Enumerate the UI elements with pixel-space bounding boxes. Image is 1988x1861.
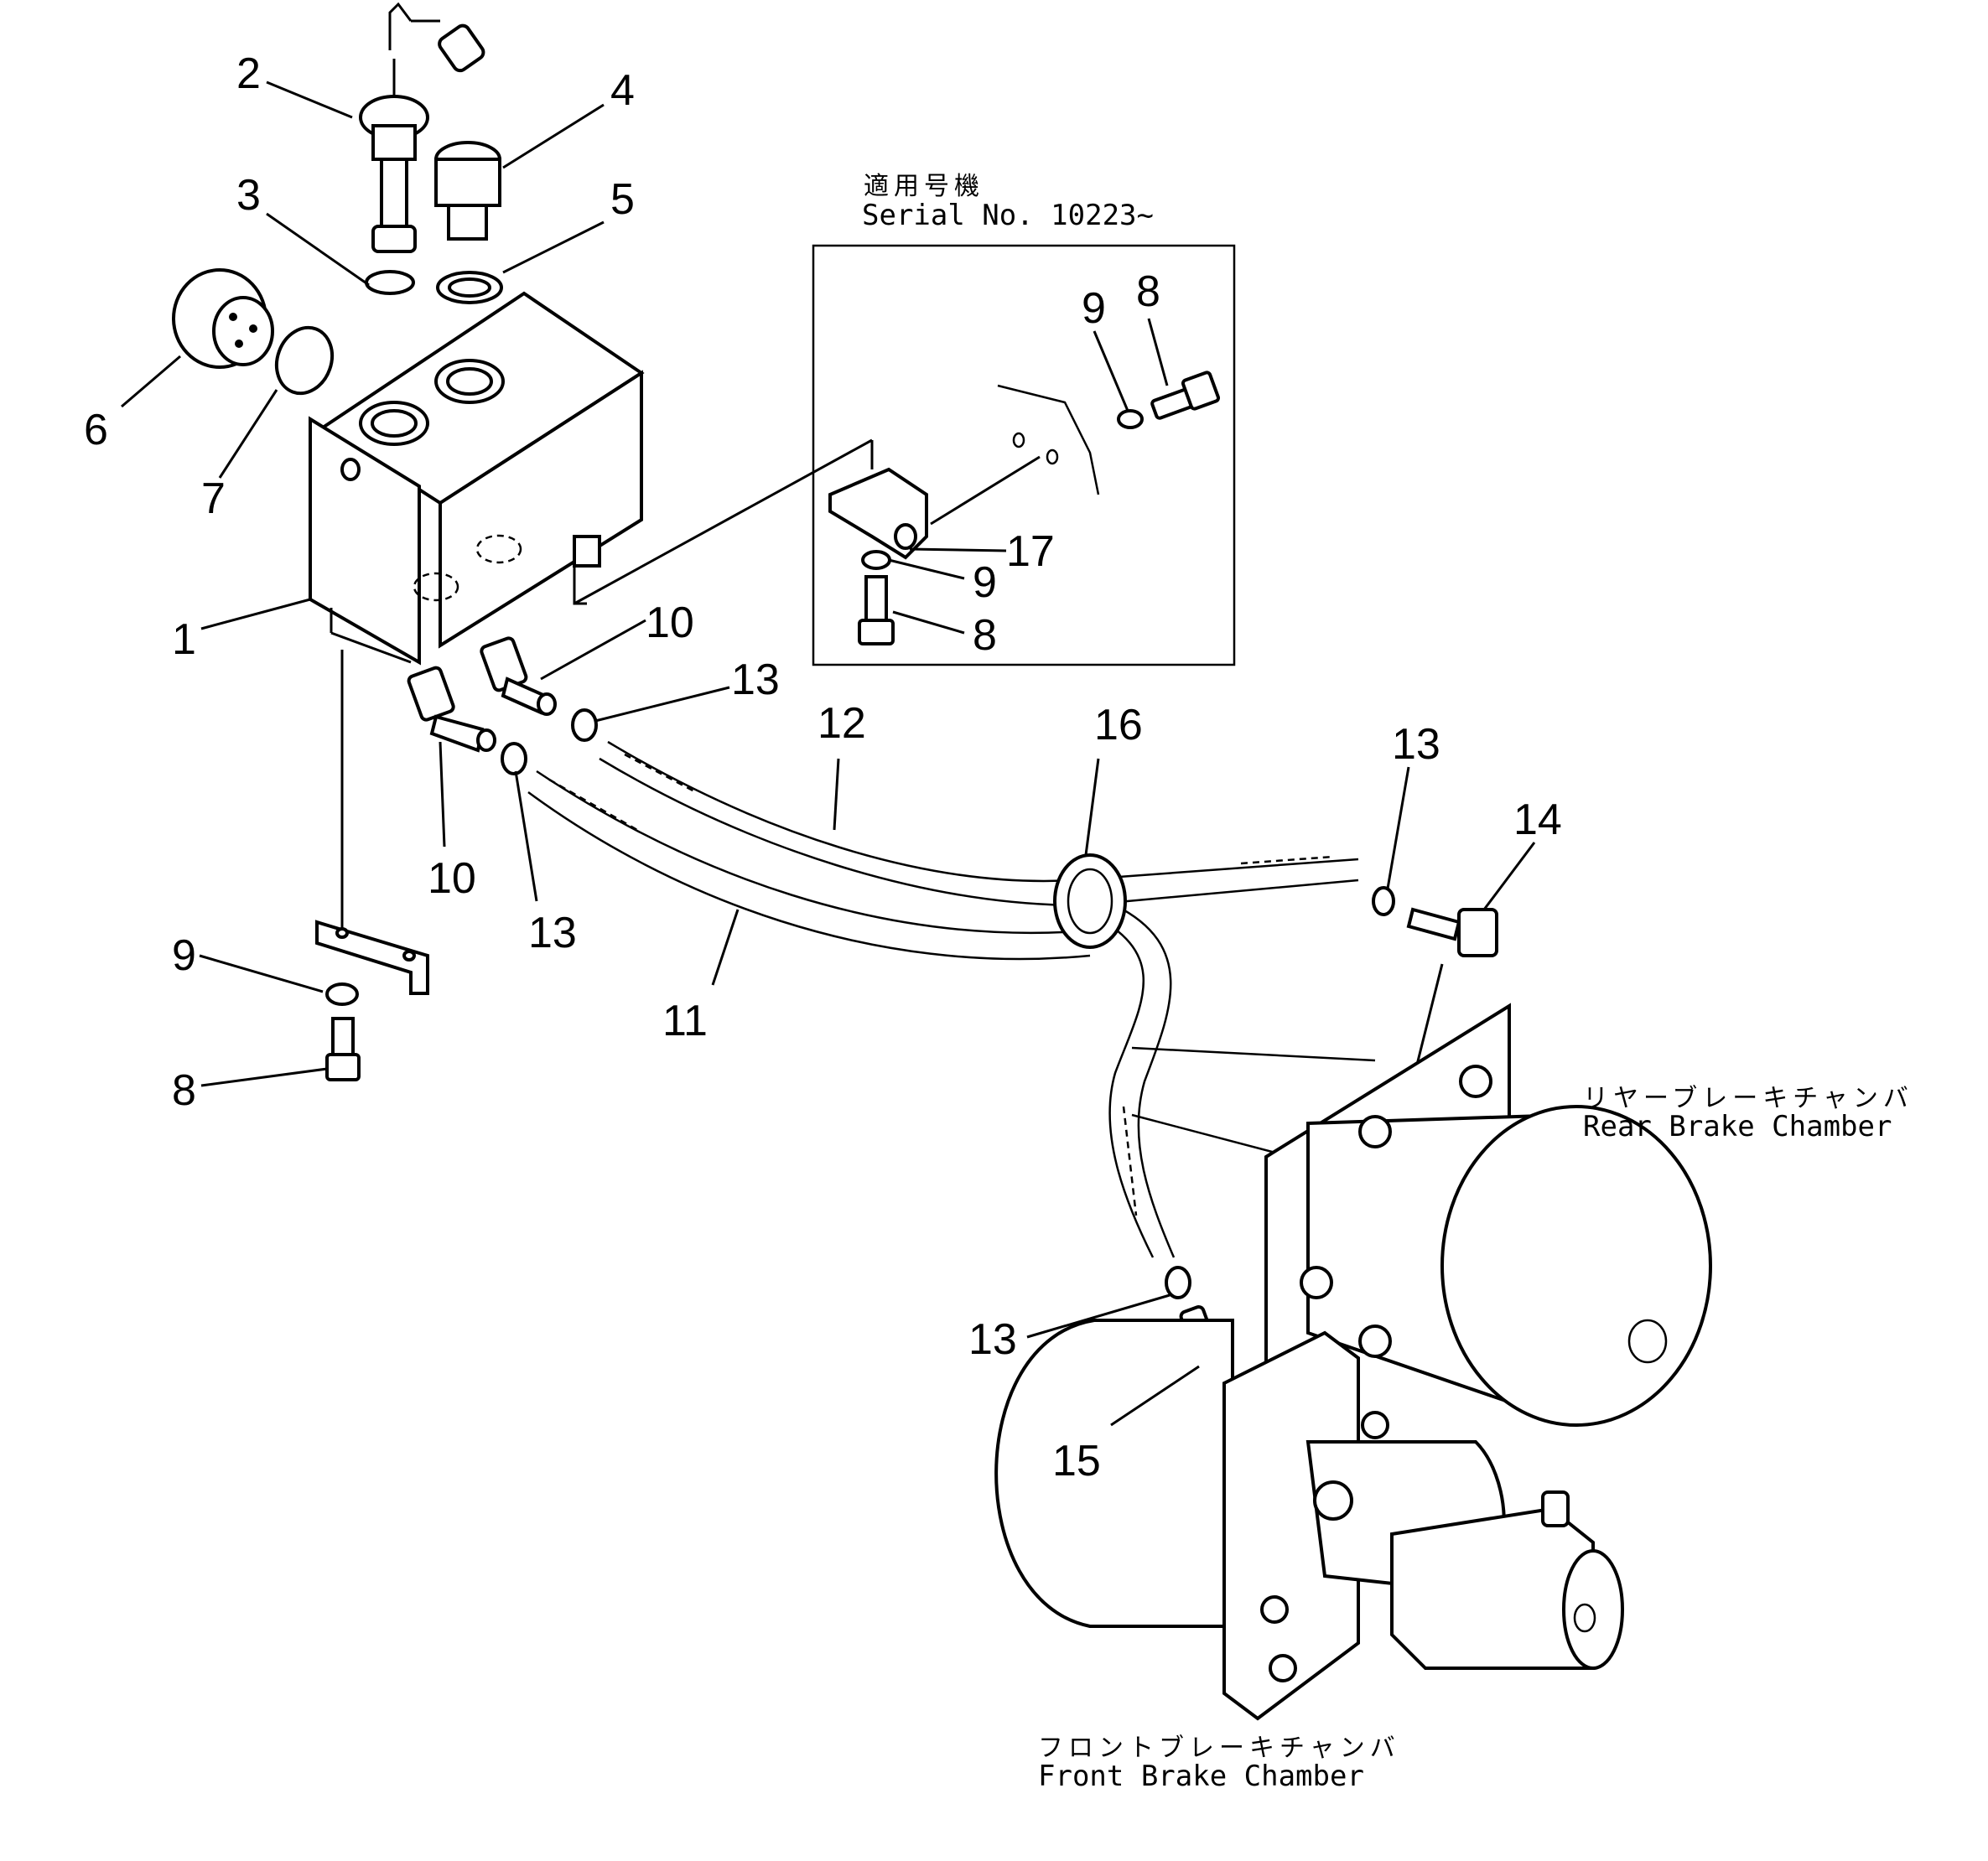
callout-7: 7 [201,474,226,523]
callout-16: 16 [1094,701,1143,749]
callout-1: 1 [172,615,196,664]
inset-callout-8-lower: 8 [973,611,997,660]
front-chamber-jp-label: フロントブレーキチャンバ [1038,1734,1400,1763]
inset-callout-8-upper: 8 [1136,267,1160,316]
front-brake-chamber [994,1319,1624,1721]
callout-3: 3 [236,171,261,220]
callout-9-lower: 9 [172,931,196,980]
callout-4: 4 [610,66,635,115]
callout-14: 14 [1513,796,1562,844]
lower-fasteners [325,982,361,1081]
elbow-fittings [407,636,598,775]
callout-labels: 2 4 3 5 6 7 1 9 8 10 10 13 13 12 11 16 1… [84,49,1562,1485]
callout-10-upper: 10 [646,599,694,647]
callout-13-d: 13 [968,1315,1017,1364]
callout-10-lower: 10 [428,854,476,903]
callout-12: 12 [818,699,866,748]
serial-inset [574,244,1236,666]
captions: 適用号機 Serial No. 10223~ リヤーブレーキチャンバ Rear … [862,172,1913,1793]
rear-chamber-jp-label: リヤーブレーキチャンバ [1583,1084,1913,1113]
inset-callout-9-upper: 9 [1082,284,1106,333]
brake-hoses [527,740,1359,1258]
leader-lines [121,80,1536,1427]
callout-13-a: 13 [731,656,780,704]
rear-brake-chamber [1131,1003,1712,1428]
callout-2: 2 [236,49,261,98]
callout-15: 15 [1052,1437,1101,1485]
callout-8-lower: 8 [172,1066,196,1115]
callout-11: 11 [662,997,708,1045]
serial-number-label: Serial No. 10223~ [862,199,1154,232]
serial-jp-label: 適用号機 [864,172,984,201]
rear-chamber-label: Rear Brake Chamber [1583,1110,1892,1143]
front-chamber-label: Front Brake Chamber [1038,1760,1364,1793]
inset-callout-9-lower: 9 [973,558,997,607]
callout-13-b: 13 [528,909,577,957]
callout-13-c: 13 [1392,720,1440,769]
tank-assembly [309,291,645,995]
tank-fittings [172,2,503,396]
callout-6: 6 [84,406,108,454]
inset-callout-17: 17 [1006,527,1055,576]
callout-5: 5 [610,175,635,224]
